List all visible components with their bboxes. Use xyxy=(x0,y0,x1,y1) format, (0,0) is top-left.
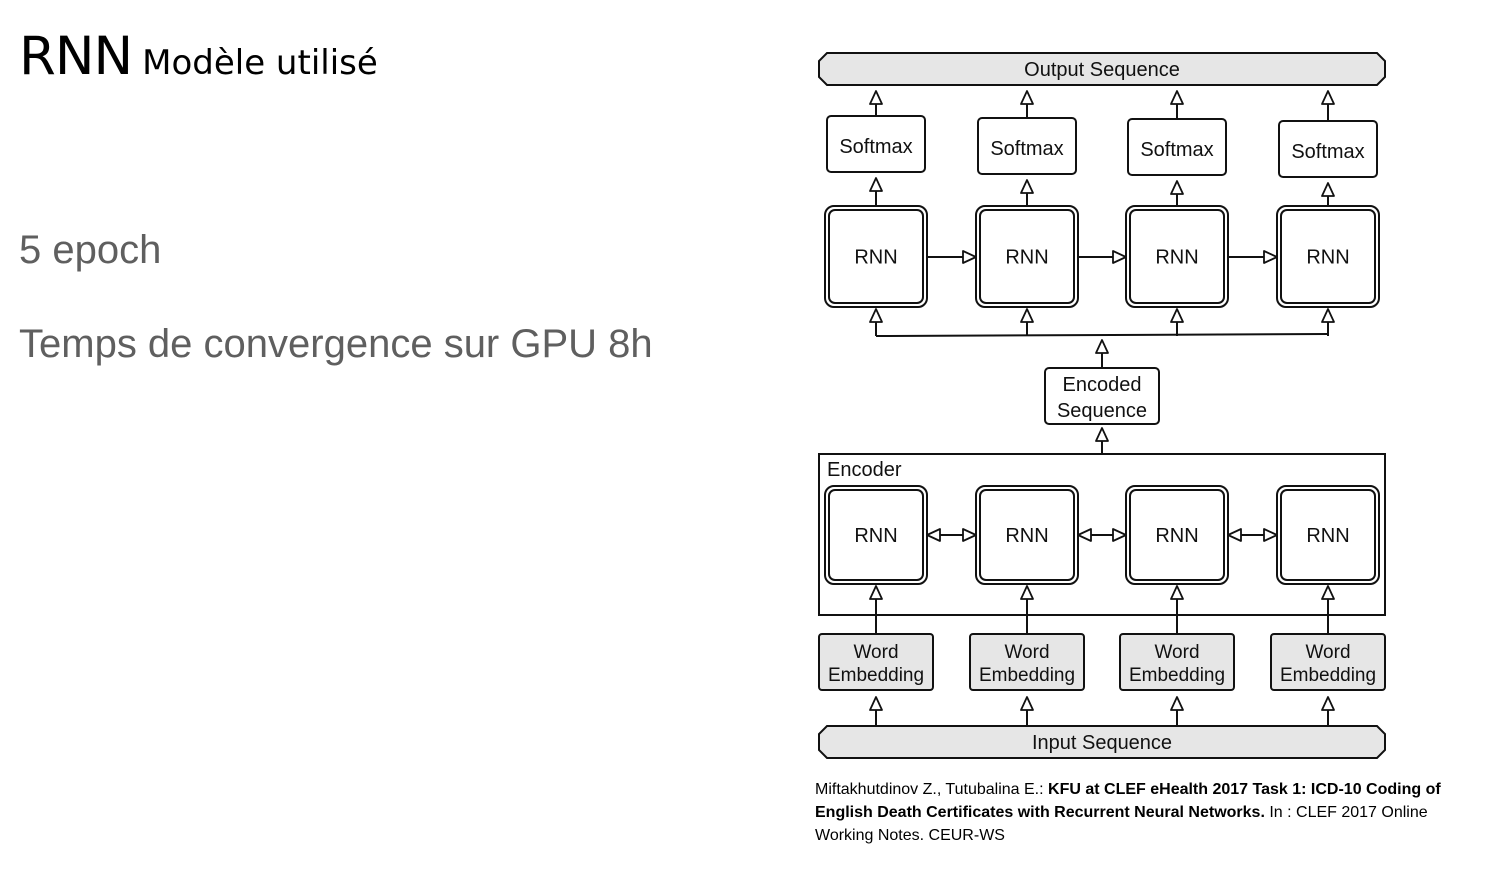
encoder-rnn-box-label: RNN xyxy=(1306,525,1349,547)
arrow-up-icon xyxy=(1321,182,1335,197)
word-embedding-label-line1: Word xyxy=(1004,642,1049,663)
arrow-up-icon xyxy=(869,177,883,192)
arrow-up-icon xyxy=(1170,308,1184,323)
encoder-rnn-box-label: RNN xyxy=(1155,525,1198,547)
epochs-text: 5 epoch xyxy=(19,228,162,272)
word-embedding-box xyxy=(969,633,1085,691)
word-embedding-label-line2: Embedding xyxy=(1280,665,1376,686)
word-embedding-label-line2: Embedding xyxy=(979,665,1075,686)
softmax-label: Softmax xyxy=(1291,141,1364,163)
decoder-rnn-box-inner-border xyxy=(828,209,924,304)
softmax-box xyxy=(826,115,926,173)
output-sequence-banner xyxy=(818,52,1386,86)
word-embedding-label-line1: Word xyxy=(853,642,898,663)
arrow-up-icon xyxy=(1020,308,1034,323)
encoder-rnn-box-inner-border xyxy=(828,489,924,581)
word-embedding-label-line2: Embedding xyxy=(1129,665,1225,686)
decoder-rnn-box-label: RNN xyxy=(854,247,897,269)
arrow-right-icon xyxy=(1263,250,1278,264)
citation: Miftakhutdinov Z., Tutubalina E.: KFU at… xyxy=(815,778,1455,847)
softmax-box xyxy=(977,117,1077,175)
citation-authors: Miftakhutdinov Z., Tutubalina E.: xyxy=(815,781,1049,798)
arrow-up-icon xyxy=(1321,90,1335,105)
encoded-sequence-label-line1: Encoded xyxy=(1063,374,1142,396)
encoder-rnn-box xyxy=(1276,485,1380,585)
arrow-right-icon xyxy=(962,528,977,542)
decoder-rnn-box-label: RNN xyxy=(1306,247,1349,269)
word-embedding-box xyxy=(818,633,934,691)
encoder-rnn-box-inner-border xyxy=(1129,489,1225,581)
word-embedding-box xyxy=(1119,633,1235,691)
input-sequence-banner xyxy=(818,725,1386,759)
arrow-up-icon xyxy=(1095,339,1109,354)
convergence-time-text: Temps de convergence sur GPU 8h xyxy=(19,322,653,366)
arrow-right-icon xyxy=(1112,250,1127,264)
arrow-up-icon xyxy=(1020,179,1034,194)
decoder-rnn-box-inner-border xyxy=(979,209,1075,304)
arrow-up-icon xyxy=(1095,427,1109,442)
encoder-rnn-box-label: RNN xyxy=(854,525,897,547)
decoder-rnn-box-label: RNN xyxy=(1005,247,1048,269)
citation-title: KFU at CLEF eHealth 2017 Task 1: ICD-10 … xyxy=(815,781,1441,821)
word-embedding-label-line2: Embedding xyxy=(828,665,924,686)
word-embedding-label-line1: Word xyxy=(1305,642,1350,663)
arrow-up-icon xyxy=(869,696,883,711)
input-sequence-banner-label: Input Sequence xyxy=(1032,732,1172,754)
encoder-label: Encoder xyxy=(827,459,902,481)
arrow-right-icon xyxy=(1263,528,1278,542)
output-sequence-banner-label: Output Sequence xyxy=(1024,59,1180,81)
decoder-rnn-box-inner-border xyxy=(1280,209,1376,304)
arrow-up-icon xyxy=(1020,696,1034,711)
softmax-label: Softmax xyxy=(839,136,912,158)
arrow-up-icon xyxy=(869,308,883,323)
softmax-label: Softmax xyxy=(1140,139,1213,161)
encoder-rnn-box-label: RNN xyxy=(1005,525,1048,547)
arrow-up-icon xyxy=(1170,696,1184,711)
decoder-rnn-box-inner-border xyxy=(1129,209,1225,304)
arrow-up-icon xyxy=(1321,308,1335,323)
word-embedding-box xyxy=(1270,633,1386,691)
encoder-rnn-box-inner-border xyxy=(1280,489,1376,581)
arrow-right-icon xyxy=(1112,528,1127,542)
softmax-label: Softmax xyxy=(990,138,1063,160)
citation-venue: In : CLEF 2017 Online Working Notes. CEU… xyxy=(815,804,1428,844)
softmax-box xyxy=(1278,120,1378,178)
word-embedding-label-line1: Word xyxy=(1154,642,1199,663)
arrow-up-icon xyxy=(1170,90,1184,105)
encoder-rnn-box-inner-border xyxy=(979,489,1075,581)
arrow-up-icon xyxy=(1170,180,1184,195)
arrow-up-icon xyxy=(1321,696,1335,711)
slide-title-sub: Modèle utilisé xyxy=(142,43,378,83)
encoded-sequence-label-line2: Sequence xyxy=(1057,400,1147,422)
slide-title-main: RNN xyxy=(19,26,133,87)
decoder-rnn-box xyxy=(1276,205,1380,308)
arrow-right-icon xyxy=(962,250,977,264)
decoder-rnn-box-label: RNN xyxy=(1155,247,1198,269)
decoder-input-bus xyxy=(875,333,1329,337)
arrow-up-icon xyxy=(1020,90,1034,105)
softmax-box xyxy=(1127,118,1227,176)
arrow-up-icon xyxy=(869,90,883,105)
encoded-sequence-box xyxy=(1044,367,1160,425)
